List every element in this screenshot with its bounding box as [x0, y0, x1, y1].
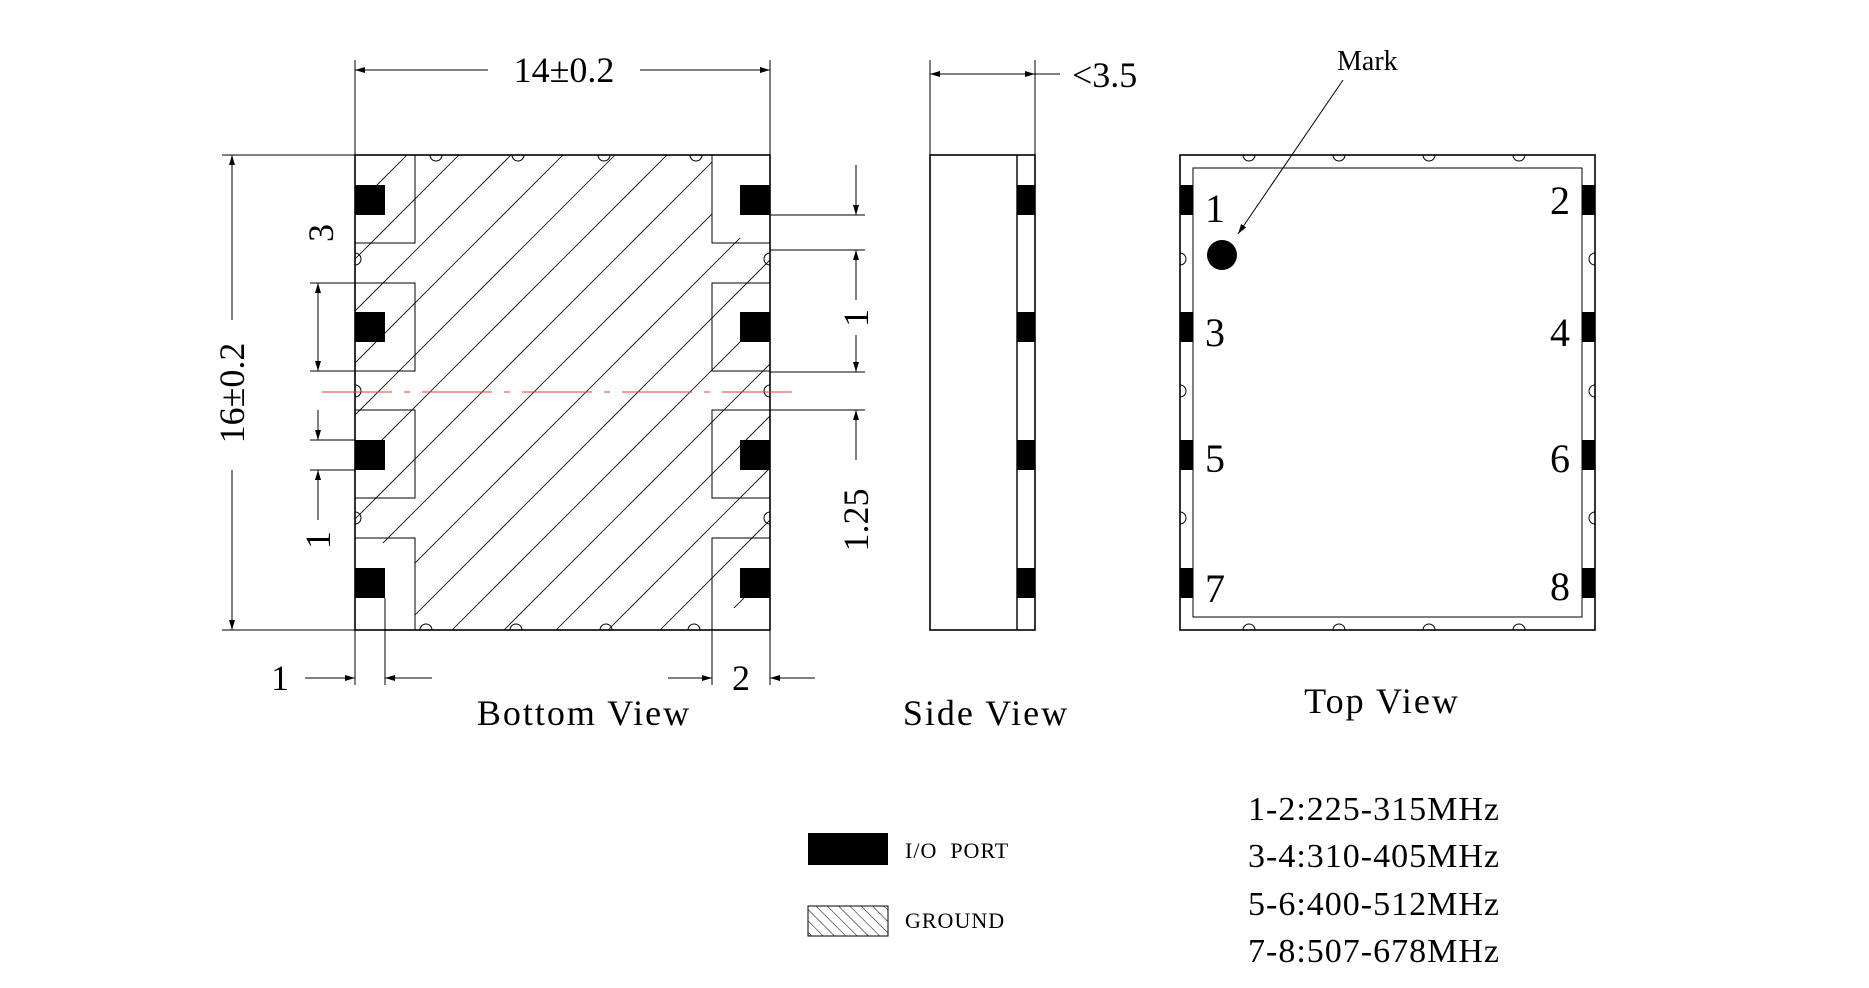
pin-label-8: 8: [1550, 564, 1570, 609]
pitch-dimension-label: 3: [301, 224, 341, 242]
side-view-label: Side View: [903, 693, 1069, 733]
pad-width-left-dimension: 1: [298, 410, 355, 549]
pad-spacing-right-label: 1: [836, 309, 876, 327]
mark-label: Mark: [1337, 46, 1398, 77]
side-view: <3.5 Side View: [903, 55, 1137, 733]
top-view-body: [1179, 154, 1596, 631]
pin-label-5: 5: [1205, 436, 1225, 481]
ground-hatch-line: [355, 155, 512, 630]
pin-label-6: 6: [1550, 436, 1570, 481]
io-pad-6: [740, 440, 770, 470]
pin-label-1: 1: [1205, 186, 1225, 231]
pin-label-3: 3: [1205, 310, 1225, 355]
top-view: 1 2 3 4 5 6 7 8 Mark Top View: [1179, 46, 1596, 721]
frequency-item-1-2: 1-2:225-315MHz: [1248, 791, 1500, 828]
width-dimension: 14±0.2: [354, 50, 771, 155]
io-pad-4: [740, 312, 770, 342]
top-view-label: Top View: [1304, 681, 1460, 721]
side-pad-1: [1017, 185, 1035, 215]
pad-length-bottom-right-label: 2: [732, 658, 750, 698]
io-pad-5: [355, 440, 385, 470]
frequency-item-3-4: 3-4:310-405MHz: [1248, 838, 1500, 875]
io-pad-3: [355, 312, 385, 342]
legend: I/O PORT GROUND: [807, 833, 1009, 937]
pad-length-bottom-left-dimension: 1: [271, 598, 432, 698]
height-dimension-label: 16±0.2: [212, 343, 252, 444]
pin-label-4: 4: [1550, 310, 1570, 355]
pad-height-right-label: 1.25: [836, 489, 876, 552]
io-pad-8: [740, 568, 770, 598]
bottom-view-label: Bottom View: [477, 693, 691, 733]
top-pad-6: [1582, 440, 1595, 470]
top-pad-8: [1582, 568, 1595, 598]
ground-hatch-line: [607, 155, 770, 630]
legend-io-port-swatch: [808, 833, 888, 865]
thickness-label: <3.5: [1072, 55, 1137, 95]
top-view-inner-border: [1192, 167, 1583, 618]
top-notches: [1179, 154, 1596, 631]
frequency-list: 1-2:225-315MHz 3-4:310-405MHz 5-6:400-51…: [1248, 791, 1500, 970]
pad-width-left-label: 1: [298, 531, 338, 549]
mark-leader: [1237, 79, 1344, 235]
top-pad-5: [1180, 440, 1193, 470]
side-pad-4: [1017, 568, 1035, 598]
width-dimension-label: 14±0.2: [514, 50, 615, 90]
pin-label-2: 2: [1550, 178, 1570, 223]
top-pad-1: [1180, 185, 1193, 215]
top-pad-7: [1180, 568, 1193, 598]
ground-hatch-line: [659, 155, 770, 630]
legend-ground-label: GROUND: [905, 908, 1005, 933]
side-pad-2: [1017, 312, 1035, 342]
io-pad-7: [355, 568, 385, 598]
pitch-dimension: 3: [301, 224, 355, 372]
legend-ground-swatch: [807, 905, 889, 937]
height-dimension: 16±0.2: [212, 154, 355, 631]
ground-hatch-line: [355, 155, 460, 630]
io-pad-1: [355, 185, 385, 215]
pad-length-bottom-left-label: 1: [271, 658, 289, 698]
pin1-mark-dot: [1207, 240, 1237, 270]
legend-io-port-label: I/O PORT: [905, 838, 1009, 863]
pad-spacing-right-dimension: 1: [770, 165, 876, 372]
frequency-item-7-8: 7-8:507-678MHz: [1248, 933, 1500, 970]
pin-label-7: 7: [1205, 566, 1225, 611]
ground-hatch-line: [555, 155, 770, 630]
side-view-body: [929, 154, 1036, 631]
pad-height-right-dimension: 1.25: [770, 350, 876, 552]
right-pads: [711, 154, 771, 631]
frequency-item-5-6: 5-6:400-512MHz: [1248, 886, 1500, 923]
bottom-view: 14±0.2 16±0.2 3 1: [212, 50, 876, 733]
pad-length-bottom-right-dimension: 2: [668, 630, 815, 698]
top-pad-2: [1582, 185, 1595, 215]
bottom-notches: [354, 154, 771, 631]
ground-hatch-line: [355, 155, 564, 630]
top-pad-4: [1582, 312, 1595, 342]
io-pad-2: [740, 185, 770, 215]
top-pad-3: [1180, 312, 1193, 342]
side-pad-3: [1017, 440, 1035, 470]
thickness-dimension: <3.5: [929, 55, 1137, 155]
